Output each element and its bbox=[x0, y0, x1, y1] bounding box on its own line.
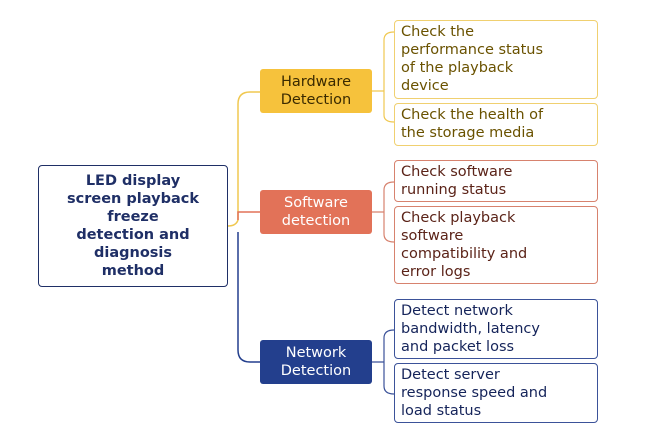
branch-network-detection: Network Detection bbox=[260, 340, 372, 384]
root-brace-net bbox=[237, 232, 260, 363]
hw-brace bbox=[372, 31, 395, 123]
leaf-check-software-running: Check software running status bbox=[394, 160, 598, 202]
leaf-detect-server-response: Detect server response speed and load st… bbox=[394, 363, 598, 423]
leaf-check-storage-health: Check the health of the storage media bbox=[394, 103, 598, 146]
leaf-check-performance-status: Check the performance status of the play… bbox=[394, 20, 598, 99]
root-brace bbox=[227, 91, 260, 227]
sw-brace bbox=[372, 181, 395, 243]
branch-software-detection: Software detection bbox=[260, 190, 372, 234]
leaf-detect-network-bandwidth: Detect network bandwidth, latency and pa… bbox=[394, 299, 598, 359]
leaf-check-compatibility-logs: Check playback software compatibility an… bbox=[394, 206, 598, 284]
root-brace-sw bbox=[237, 211, 260, 220]
net-brace bbox=[372, 329, 395, 395]
root-node: LED display screen playback freeze detec… bbox=[38, 165, 228, 287]
branch-hardware-detection: Hardware Detection bbox=[260, 69, 372, 113]
